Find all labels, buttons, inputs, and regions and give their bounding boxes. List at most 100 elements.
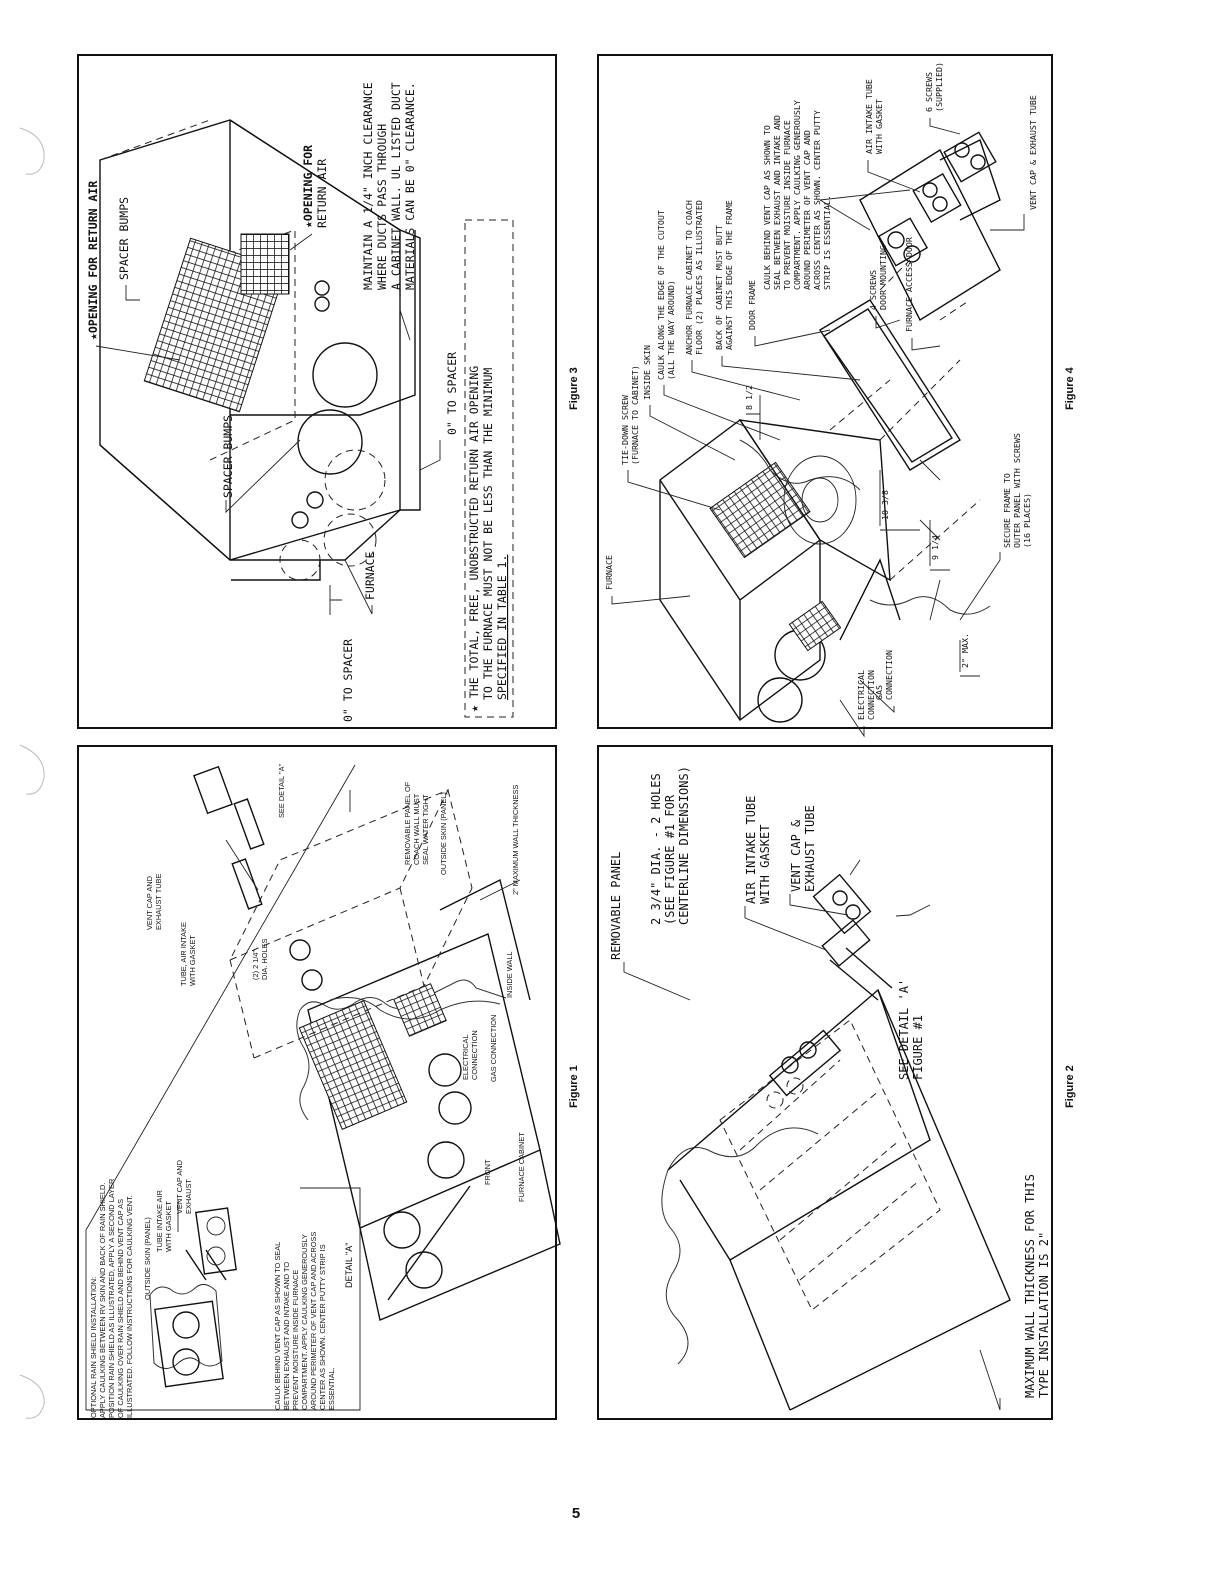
svg-text:TUBE INTAKE AIR: TUBE INTAKE AIR — [155, 1190, 164, 1252]
label-caulk-line-2: SEAL BETWEEN EXHAUST AND INTAKE AND — [772, 115, 782, 290]
label-maintain-line-2: WHERE DUCTS PASS THROUGH — [375, 124, 389, 290]
label-secure-3: (16 PLACES) — [1022, 493, 1032, 548]
svg-text:OUTSIDE SKIN (PANEL): OUTSIDE SKIN (PANEL) — [439, 792, 448, 875]
svg-text:6 SCREWS: 6 SCREWS — [924, 72, 934, 112]
label-four-screws-2: DOOR MOUNTING — [878, 245, 888, 310]
svg-text:EXHAUST TUBE: EXHAUST TUBE — [803, 805, 817, 892]
svg-text:INSIDE SKIN: INSIDE SKIN — [642, 345, 652, 400]
label-spacer-bumps-mid: SPACER BUMPS — [221, 415, 235, 498]
label-rain-shield-line-1: APPLY CAULKING BETWEEN RV SKIN AND BACK … — [98, 1183, 107, 1418]
label-tube-intake-1: TUBE INTAKE AIR — [155, 1190, 164, 1252]
note-line-1: THE TOTAL, FREE, UNOBSTRUCTED RETURN AIR… — [467, 366, 481, 698]
note-star: ★ — [467, 698, 481, 712]
svg-text:VENT CAP &: VENT CAP & — [789, 819, 803, 892]
label-holes-line-1: 2 3/4" DIA. - 2 HOLES — [649, 773, 663, 925]
label-caulk-2: BETWEEN EXHAUST AND INTAKE AND TO — [282, 1262, 291, 1410]
svg-text:AROUND PERIMETER OF VENT CAP A: AROUND PERIMETER OF VENT CAP AND — [802, 130, 812, 290]
svg-text:AIR INTAKE TUBE: AIR INTAKE TUBE — [864, 79, 874, 154]
label-furnace: FURNACE — [363, 551, 377, 600]
label-see-detail-a: SEE DETAIL 'A' — [897, 979, 911, 1080]
svg-text:TUBE, AIR INTAKE: TUBE, AIR INTAKE — [179, 922, 188, 986]
dimension-10-3-8: 10 3/8 — [880, 490, 890, 520]
svg-text:COMPARTMENT. APPLY CAULKING GE: COMPARTMENT. APPLY CAULKING GENEROUSLY — [300, 1234, 309, 1410]
svg-text:4 SCREWS: 4 SCREWS — [868, 270, 878, 310]
svg-text:CAULK ALONG THE EDGE OF THE CU: CAULK ALONG THE EDGE OF THE CUTOUT — [656, 210, 666, 380]
label-see-detail-a: SEE DETAIL "A" — [277, 764, 286, 818]
label-inside-skin: INSIDE SKIN — [642, 345, 652, 400]
svg-text:WITH GASKET: WITH GASKET — [164, 1201, 173, 1252]
label-caulk-4: COMPARTMENT. APPLY CAULKING GENEROUSLY — [300, 1234, 309, 1410]
svg-text:SEE DETAIL "A": SEE DETAIL "A" — [277, 764, 286, 818]
svg-text:BETWEEN EXHAUST AND INTAKE AND: BETWEEN EXHAUST AND INTAKE AND TO — [282, 1262, 291, 1410]
svg-text:EXHAUST: EXHAUST — [184, 1179, 193, 1214]
svg-text:(16 PLACES): (16 PLACES) — [1022, 493, 1032, 548]
label-dia-holes-2: DIA. HOLES — [260, 938, 269, 980]
label-six-screws-1: 6 SCREWS — [924, 72, 934, 112]
figure-3-furnace-drawing — [99, 119, 421, 581]
note-line-3: SPECIFIED IN TABLE 1. — [495, 555, 509, 700]
label-electrical-2: CONNECTION — [866, 670, 876, 720]
label-secure-1: SECURE FRAME TO — [1002, 473, 1012, 548]
svg-text:SPECIFIED IN TABLE 1.: SPECIFIED IN TABLE 1. — [495, 555, 509, 700]
svg-text:★OPENING FOR: ★OPENING FOR — [301, 145, 315, 228]
label-electrical-1: ELECTRICAL — [461, 1034, 470, 1080]
figure-3-frame — [77, 54, 557, 729]
svg-text:0" TO SPACER: 0" TO SPACER — [341, 639, 355, 722]
svg-text:DIA. HOLES: DIA. HOLES — [260, 938, 269, 980]
svg-text:SEAL WATER TIGHT: SEAL WATER TIGHT — [421, 794, 430, 865]
label-max-wall-line-1: MAXIMUM WALL THICKNESS FOR THIS — [1023, 1174, 1037, 1398]
svg-text:SEAL BETWEEN EXHAUST AND INTAK: SEAL BETWEEN EXHAUST AND INTAKE AND — [772, 115, 782, 290]
svg-text:FURNACE: FURNACE — [604, 555, 614, 590]
label-caulk-6: CENTER AS SHOWN. CENTER PUTTY STRIP IS — [318, 1244, 327, 1410]
svg-text:WHERE DUCTS PASS THROUGH: WHERE DUCTS PASS THROUGH — [375, 124, 389, 290]
svg-text:CAULK BEHIND VENT CAP AS SHOWN: CAULK BEHIND VENT CAP AS SHOWN TO — [762, 125, 772, 290]
svg-text:(2) 2 1/4": (2) 2 1/4" — [251, 949, 260, 980]
label-vent-cap-exhaust-1: VENT CAP AND — [145, 876, 154, 930]
label-furnace: FURNACE — [604, 555, 614, 590]
star-opening-top: ★ — [86, 333, 100, 340]
star-opening-side: ★ — [301, 221, 315, 228]
label-vent-cap: VENT CAP & — [789, 819, 803, 892]
svg-text:AROUND PERIMETER OF VENT CAP A: AROUND PERIMETER OF VENT CAP AND ACROSS — [309, 1232, 318, 1410]
svg-text:CONNECTION: CONNECTION — [866, 670, 876, 720]
label-caulk-edge-2: (ALL THE WAY AROUND) — [666, 280, 676, 380]
svg-text:CONNECTION: CONNECTION — [470, 1030, 479, 1080]
svg-text:WITH GASKET: WITH GASKET — [758, 825, 772, 904]
label-caulk-3: PREVENT MOISTURE INSIDE FURNACE — [291, 1270, 300, 1410]
svg-text:CENTERLINE DIMENSIONS): CENTERLINE DIMENSIONS) — [677, 766, 691, 925]
label-front: FRONT — [483, 1159, 492, 1185]
dimension-2-max: 2" MAX. — [960, 633, 970, 668]
svg-text:MAXIMUM WALL THICKNESS FOR THI: MAXIMUM WALL THICKNESS FOR THIS — [1023, 1174, 1037, 1398]
binder-punch-marks — [19, 127, 45, 1419]
svg-text:AGAINST THIS EDGE OF THE FRAME: AGAINST THIS EDGE OF THE FRAME — [724, 200, 734, 350]
svg-text:(SEE FIGURE #1 FOR: (SEE FIGURE #1 FOR — [663, 794, 677, 925]
figure-4-caption: Figure 4 — [1064, 366, 1076, 410]
svg-text:CONNECTION: CONNECTION — [884, 650, 894, 700]
svg-text:TO PREVENT MOISTURE INSIDE FUR: TO PREVENT MOISTURE INSIDE FURNACE — [782, 120, 792, 290]
svg-text:(ALL THE WAY AROUND): (ALL THE WAY AROUND) — [666, 280, 676, 380]
label-dia-holes-1: (2) 2 1/4" — [251, 949, 260, 980]
figure-4-frame — [597, 54, 1053, 729]
figure-1-furnace-drawing — [193, 765, 561, 1321]
label-vent-exhaust: VENT CAP & EXHAUST TUBE — [1028, 95, 1038, 210]
svg-text:GAS CONNECTION: GAS CONNECTION — [489, 1015, 498, 1082]
label-secure-2: OUTER PANEL WITH SCREWS — [1012, 433, 1022, 548]
label-furnace-cabinet: FURNACE CABINET — [517, 1132, 526, 1202]
svg-text:STRIP IS ESSENTIAL.: STRIP IS ESSENTIAL. — [822, 195, 832, 290]
label-caulk-line-3: TO PREVENT MOISTURE INSIDE FURNACE — [782, 120, 792, 290]
label-tube-air-intake-1: TUBE, AIR INTAKE — [179, 922, 188, 986]
label-electrical-1: ELECTRICAL — [856, 670, 866, 720]
label-caulk-5: AROUND PERIMETER OF VENT CAP AND ACROSS — [309, 1232, 318, 1410]
svg-text:★ THE TOTAL, FREE, UNOBSTRUCTE: ★ THE TOTAL, FREE, UNOBSTRUCTED RETURN A… — [467, 366, 481, 712]
svg-text:TYPE INSTALLATION IS 2": TYPE INSTALLATION IS 2" — [1037, 1232, 1051, 1398]
figure-3-caption: Figure 3 — [568, 367, 580, 410]
figure-2-caption: Figure 2 — [1064, 1065, 1076, 1108]
label-maintain-line-4: MATERIALS CAN BE 0" CLEARANCE. — [403, 82, 417, 290]
label-gas-1: GAS — [874, 685, 884, 700]
svg-text:COACH WALL MUST: COACH WALL MUST — [412, 793, 421, 865]
svg-text:FURNACE: FURNACE — [363, 551, 377, 600]
svg-text:CENTER AS SHOWN. CENTER PUTTY: CENTER AS SHOWN. CENTER PUTTY STRIP IS — [318, 1244, 327, 1410]
label-rain-shield-line-3: OF CAULKING OVER RAIN SHIELD AND BEHIND … — [116, 1199, 125, 1418]
label-tube-air-intake-2: WITH GASKET — [188, 935, 197, 986]
